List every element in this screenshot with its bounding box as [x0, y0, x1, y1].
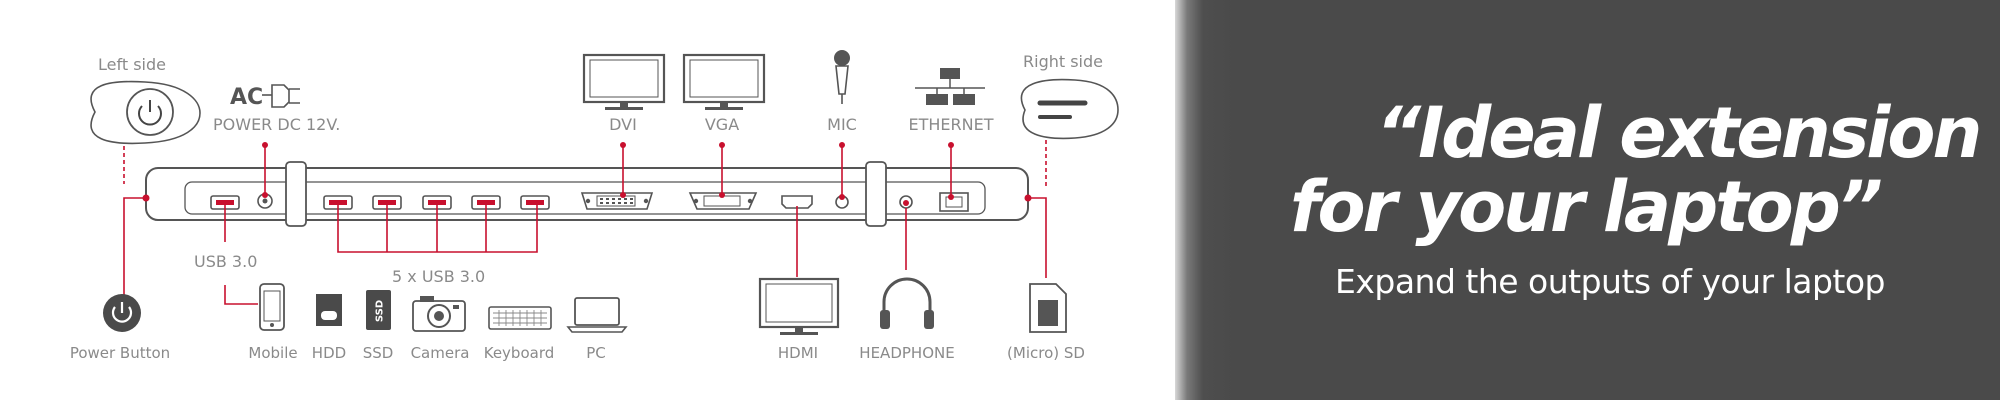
- plug-icon: [262, 84, 300, 108]
- svg-text:SSD: SSD: [375, 300, 386, 322]
- ac-label: AC: [230, 85, 263, 110]
- headline-panel: [1175, 0, 2000, 400]
- left-side-label: Left side: [98, 55, 166, 74]
- headline-line-2: for your laptop”: [1290, 166, 1883, 248]
- pc-label: PC: [586, 344, 606, 362]
- mobile-icon: [259, 283, 285, 331]
- camera-label: Camera: [411, 344, 470, 362]
- micro-sd-label: (Micro) SD: [1007, 344, 1085, 362]
- sd-card-icon: [1029, 283, 1067, 333]
- hdd-icon: [316, 294, 342, 326]
- microphone-icon: [834, 50, 850, 104]
- power-dc-label: POWER DC 12V.: [213, 115, 340, 134]
- power-button-icon: [103, 294, 141, 332]
- docking-station: [142, 161, 1032, 227]
- ssd-label: SSD: [363, 344, 394, 362]
- power-button-label: Power Button: [70, 344, 170, 362]
- dvi-label: DVI: [609, 115, 637, 134]
- vga-monitor-icon: [682, 53, 766, 110]
- keyboard-icon: [488, 306, 552, 330]
- subtitle: Expand the outputs of your laptop: [1335, 262, 1885, 301]
- dvi-monitor-icon: [582, 53, 666, 110]
- camera-icon: [412, 296, 466, 332]
- usb30x5-label: 5 x USB 3.0: [392, 267, 485, 286]
- left-side-illustration: [90, 80, 201, 145]
- right-side-label: Right side: [1023, 52, 1103, 71]
- usb30-label: USB 3.0: [194, 252, 257, 271]
- right-side-illustration: [1020, 78, 1119, 140]
- ssd-icon: SSD: [366, 290, 391, 330]
- port-diagram: Left side AC POWER DC 12V. Right side DV…: [70, 50, 1119, 362]
- keyboard-label: Keyboard: [484, 344, 555, 362]
- network-icon: [915, 68, 985, 105]
- mic-label: MIC: [827, 115, 857, 134]
- ethernet-label: ETHERNET: [909, 115, 994, 134]
- laptop-icon: [566, 297, 628, 333]
- hdd-label: HDD: [312, 344, 346, 362]
- headline-line-1: “Ideal extension: [1376, 92, 1982, 174]
- headphone-label: HEADPHONE: [859, 344, 954, 362]
- connector-lines: [123, 145, 1047, 305]
- headphone-icon: [880, 277, 934, 329]
- hdmi-monitor-icon: [758, 277, 840, 335]
- mobile-label: Mobile: [248, 344, 297, 362]
- vga-label: VGA: [705, 115, 739, 134]
- hdmi-label: HDMI: [778, 344, 818, 362]
